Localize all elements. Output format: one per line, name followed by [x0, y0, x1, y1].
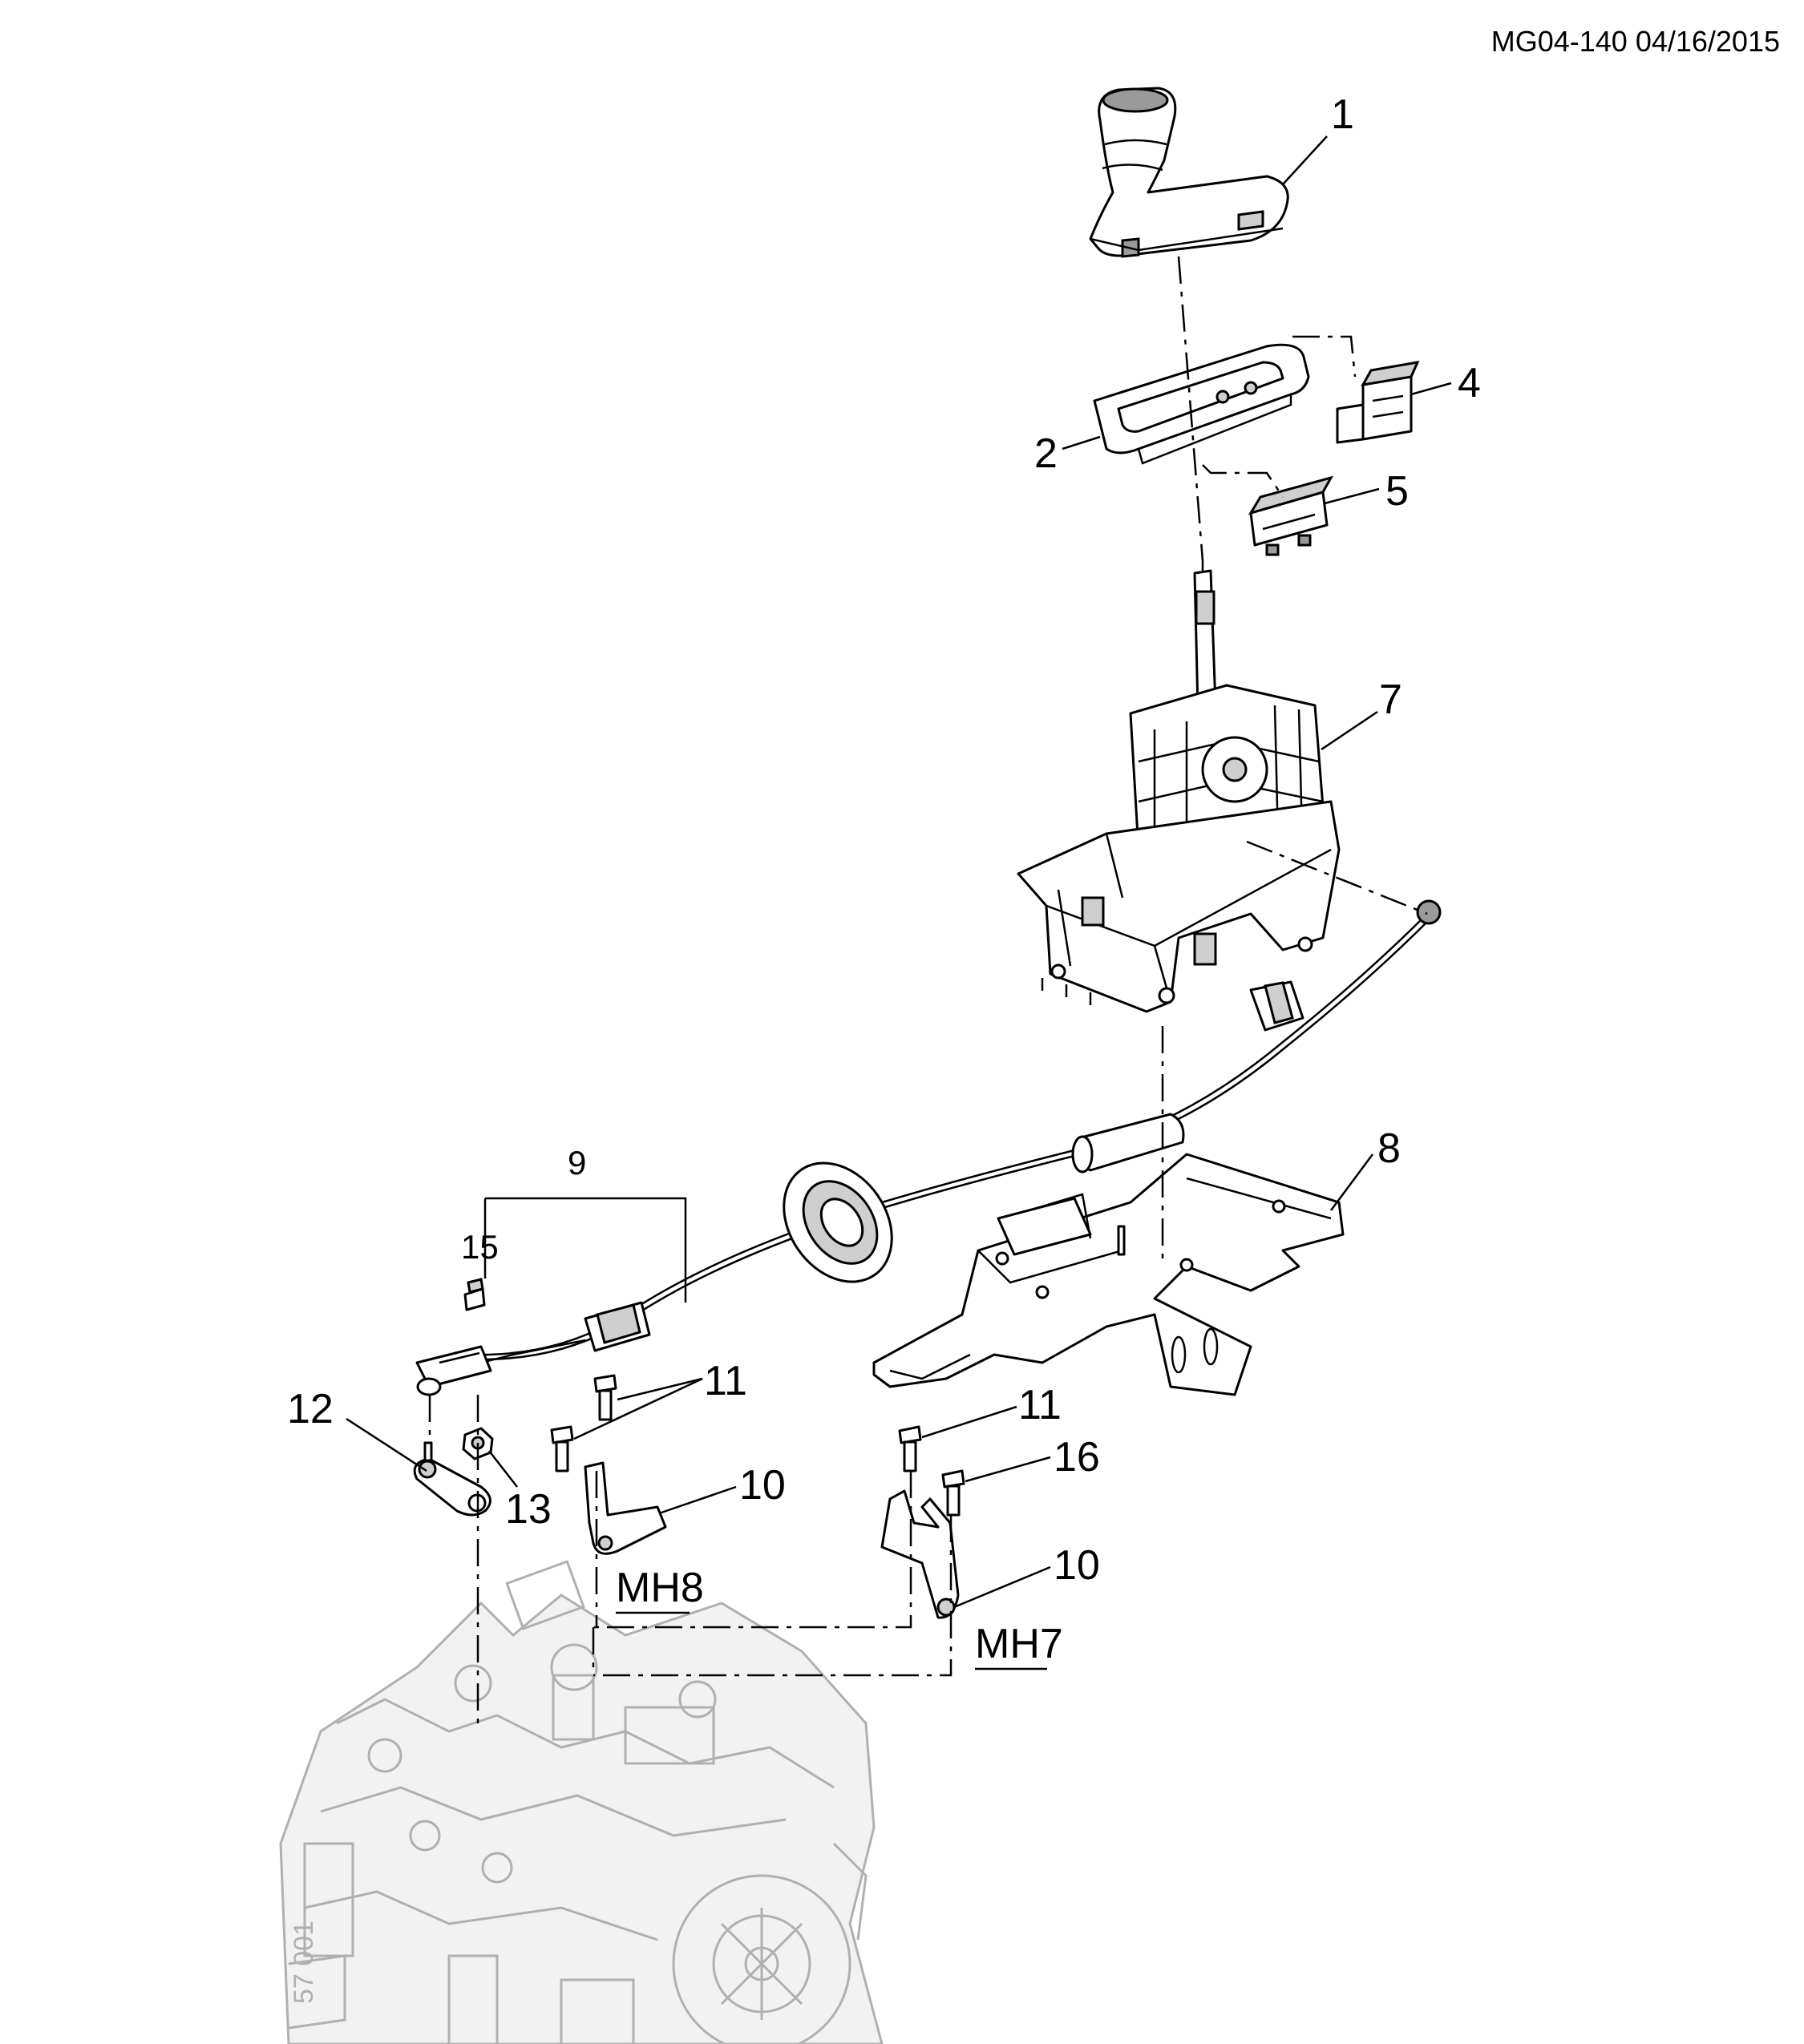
- ref-mh8: MH8: [616, 1565, 704, 1611]
- bolt-11c: [898, 1425, 922, 1472]
- shift-bezel: [1093, 343, 1310, 465]
- leader-lines: [346, 135, 1452, 1670]
- shifter-assembly: [1017, 569, 1341, 1013]
- transmission-ghost: [279, 1560, 884, 2044]
- callout-9: 9: [568, 1144, 586, 1182]
- callouts: 1 2 4 5 7 8 9 15 12 13 11 10 11 16 10 MH…: [287, 91, 1481, 1667]
- switch-4: [1336, 361, 1420, 444]
- callout-10b: 10: [1054, 1542, 1100, 1589]
- callout-1: 1: [1331, 91, 1354, 138]
- bracket-10a: [584, 1461, 667, 1555]
- bolt-16: [941, 1469, 965, 1517]
- callout-5: 5: [1385, 468, 1409, 515]
- callout-15: 15: [461, 1228, 499, 1266]
- callout-12: 12: [287, 1386, 334, 1432]
- bolt-11b: [550, 1425, 574, 1472]
- clip-15: [463, 1278, 486, 1311]
- shift-cable: [415, 899, 1442, 1396]
- watermark-text: 57 001: [289, 1921, 319, 2004]
- assembly-centerlines: [428, 256, 1428, 1731]
- callout-16: 16: [1054, 1434, 1100, 1480]
- callout-8: 8: [1377, 1125, 1401, 1172]
- callout-10a: 10: [739, 1462, 786, 1509]
- ref-mh7: MH7: [975, 1621, 1063, 1667]
- callout-11a: 11: [704, 1358, 747, 1404]
- shifter-bracket: [872, 1153, 1345, 1396]
- switch-5: [1248, 475, 1334, 556]
- callout-11b: 11: [1018, 1382, 1062, 1428]
- bolt-11a: [593, 1374, 617, 1421]
- drawing-id: MG04-140 04/16/2015: [1491, 25, 1780, 58]
- callout-13: 13: [505, 1486, 552, 1533]
- callout-2: 2: [1034, 430, 1058, 477]
- shift-knob: [1089, 87, 1289, 258]
- callout-4: 4: [1458, 360, 1481, 406]
- callout-7: 7: [1379, 677, 1402, 723]
